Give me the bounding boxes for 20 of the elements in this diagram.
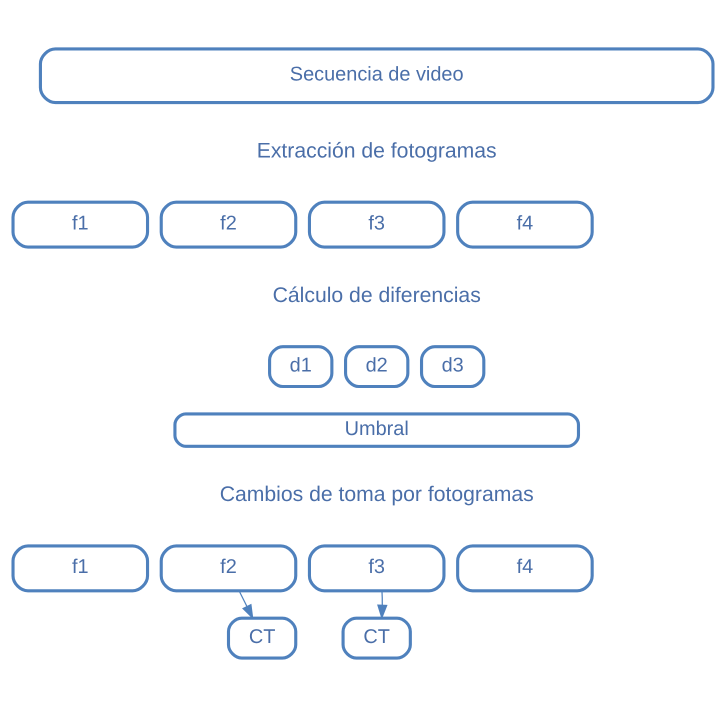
node-box: d2: [344, 344, 410, 388]
node-box: d3: [420, 344, 486, 388]
node-box: CT: [226, 616, 298, 660]
node-box: Secuencia de video: [38, 46, 715, 104]
node-box: f3: [308, 544, 446, 592]
node-box: f3: [308, 200, 446, 248]
arrow: [238, 590, 254, 619]
node-box: f4: [456, 544, 594, 592]
node-box: f1: [11, 200, 150, 248]
node-box: d1: [268, 344, 334, 388]
node-box: Umbral: [173, 412, 580, 448]
label: Cálculo de diferencias: [272, 283, 481, 306]
arrow: [377, 590, 388, 620]
node-box: f2: [160, 200, 298, 248]
node-box: CT: [342, 616, 412, 660]
label: Extracción de fotogramas: [256, 138, 497, 162]
node-box: f1: [11, 544, 150, 592]
label: Cambios de toma por fotogramas: [220, 482, 534, 506]
node-box: f4: [456, 200, 594, 248]
node-box: f2: [160, 544, 298, 592]
